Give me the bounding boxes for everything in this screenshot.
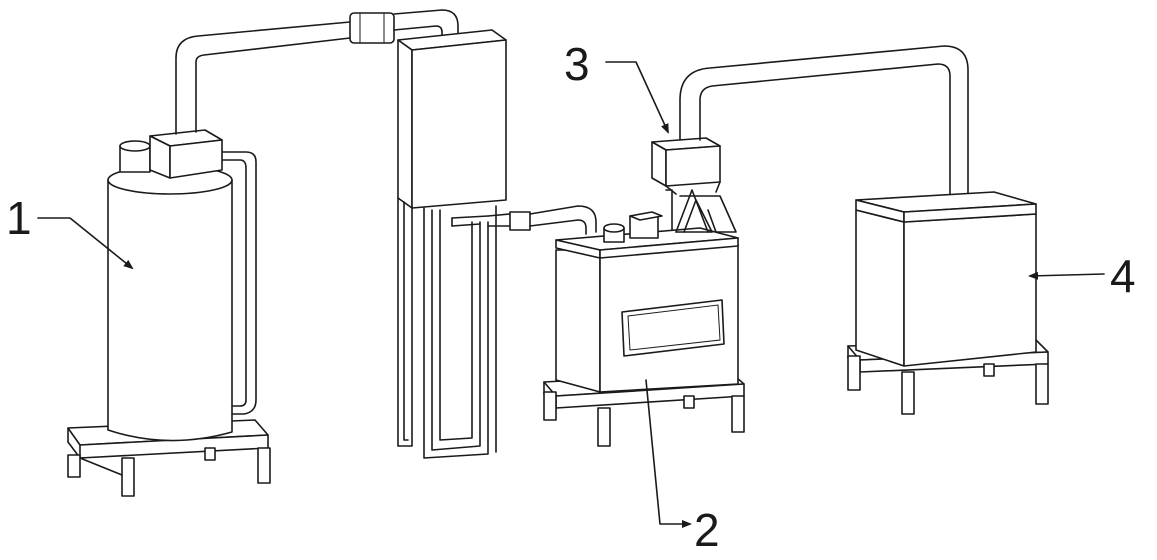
tank-4	[847, 191, 1049, 415]
tank-2-side	[555, 249, 601, 393]
tank-1	[67, 129, 271, 497]
column-u-tubes	[397, 197, 497, 459]
leader-4	[1028, 271, 1105, 280]
leader-3	[605, 61, 669, 134]
top-pipe-2	[679, 45, 969, 197]
label-4: 4	[1110, 250, 1136, 302]
unit-3	[651, 45, 969, 197]
label-2: 2	[694, 504, 720, 556]
column-unit	[397, 29, 597, 459]
leader-lines	[37, 61, 1105, 528]
tank-4-front	[903, 213, 1037, 367]
tank-2-stand	[665, 189, 737, 233]
tank-4-side	[855, 209, 905, 367]
leader-1	[37, 217, 134, 270]
label-3: 3	[564, 38, 590, 90]
outlet-coupling	[509, 211, 531, 231]
tank-1-stub	[119, 140, 151, 173]
leader-2	[645, 379, 692, 528]
tank-1-side-pipe	[221, 151, 257, 415]
tank-2-fittings	[603, 211, 663, 243]
label-1: 1	[6, 192, 32, 244]
tank-2	[543, 189, 745, 447]
tank-1-top-box	[149, 129, 223, 179]
column-outlet-pipe	[487, 205, 597, 235]
pipe-coupling	[349, 12, 395, 44]
tank-1-cylinder	[107, 165, 233, 442]
top-pipe-1	[175, 9, 459, 135]
